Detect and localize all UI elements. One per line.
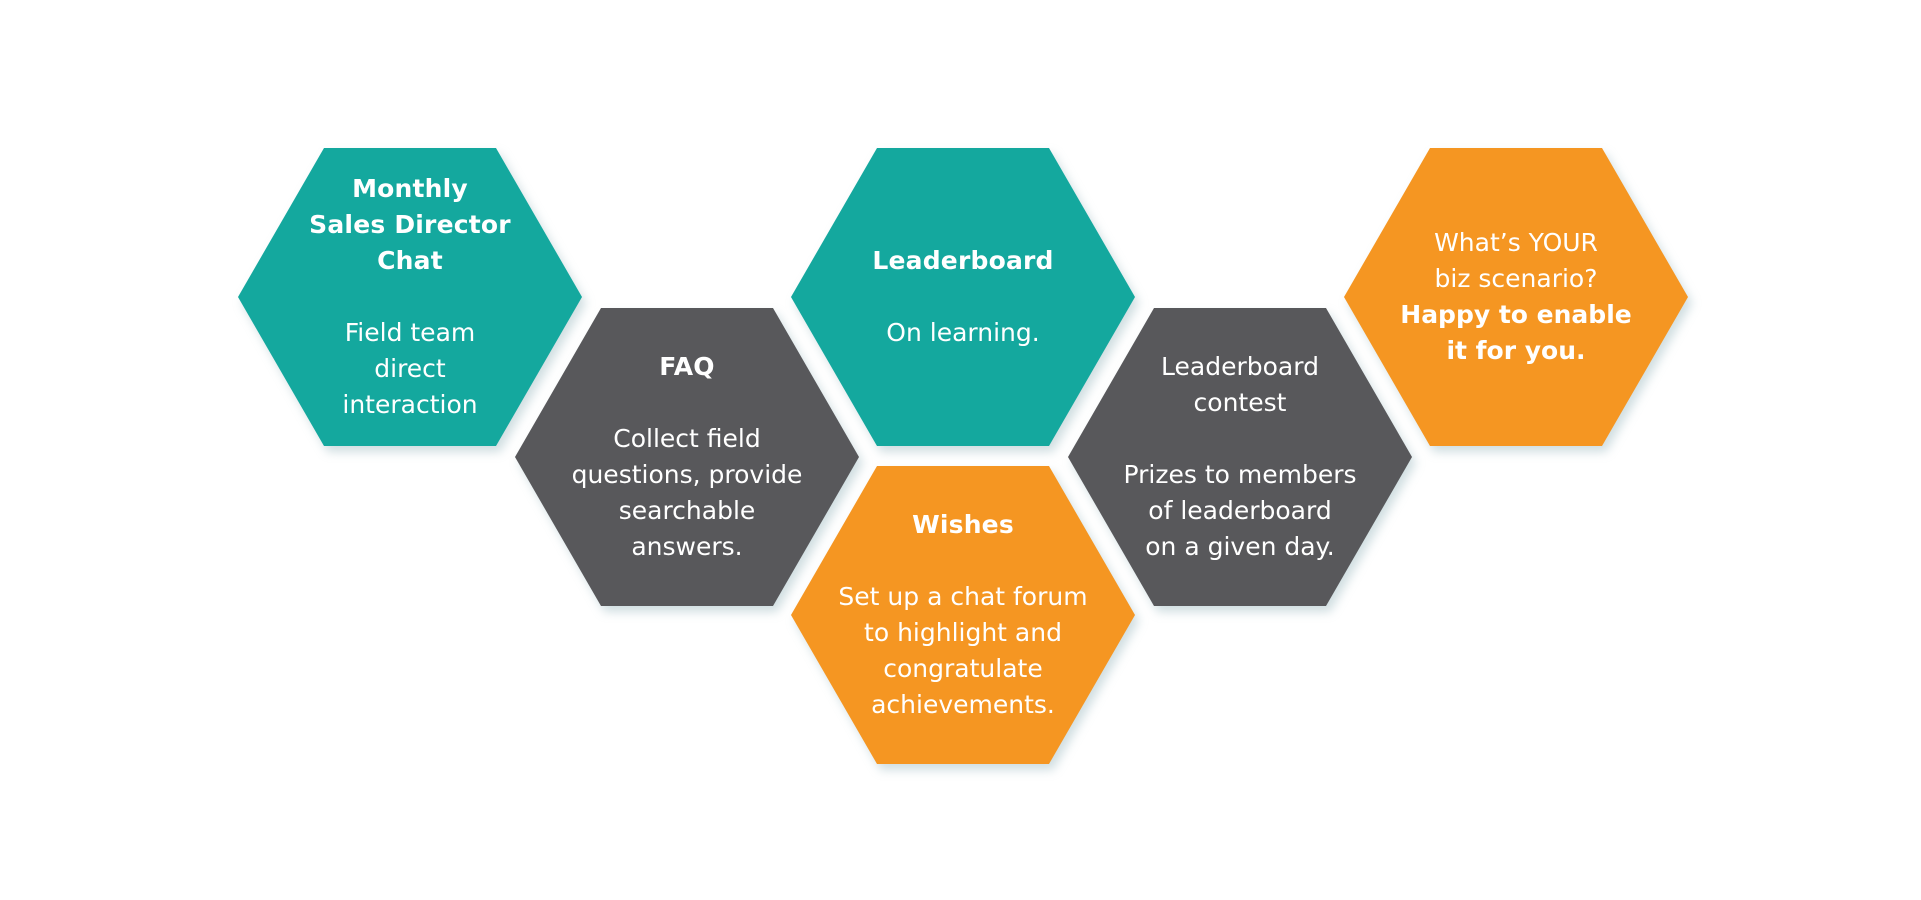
hexagon-body: achievements. bbox=[871, 690, 1055, 719]
hexagon-body: searchable bbox=[618, 496, 756, 525]
hexagon-body: interaction bbox=[342, 390, 478, 419]
hexagon-body: Set up a chat forum bbox=[838, 582, 1088, 611]
hexagon-body: of leaderboard bbox=[1148, 496, 1332, 525]
hexagon-body: biz scenario? bbox=[1434, 264, 1598, 293]
hexagon-title: Chat bbox=[377, 246, 443, 275]
hexagon-title: FAQ bbox=[659, 352, 715, 381]
hexagon-body: congratulate bbox=[883, 654, 1043, 683]
hexagon-body: Prizes to members bbox=[1123, 460, 1357, 489]
hexagon-bold-text: Happy to enable bbox=[1400, 300, 1632, 329]
hexagon-leaderboard-contest: Leaderboard contest Prizes to members of… bbox=[1068, 308, 1412, 606]
hexagon-body: on a given day. bbox=[1145, 532, 1335, 561]
hexagon-title: Sales Director bbox=[309, 210, 511, 239]
hexagon-leaderboard: Leaderboard On learning. bbox=[791, 148, 1135, 446]
hexagon-title: Monthly bbox=[352, 174, 468, 203]
hexagon-body: direct bbox=[374, 354, 446, 383]
hexagon-title: Wishes bbox=[912, 510, 1014, 539]
hexagon-body: questions, provide bbox=[571, 460, 803, 489]
hexagon-biz-scenario: What’s YOUR biz scenario? Happy to enabl… bbox=[1344, 148, 1688, 446]
hexagon-body: Collect field bbox=[613, 424, 761, 453]
hexagon-body: to highlight and bbox=[864, 618, 1062, 647]
hexagon-title: Leaderboard bbox=[872, 246, 1054, 275]
hexagon-body: contest bbox=[1193, 388, 1287, 417]
hexagon-monthly-chat: Monthly Sales Director Chat Field team d… bbox=[238, 148, 582, 446]
hexagon-wishes: Wishes Set up a chat forum to highlight … bbox=[791, 466, 1135, 764]
hexagon-faq: FAQ Collect field questions, provide sea… bbox=[515, 308, 859, 606]
hexagon-body: What’s YOUR bbox=[1434, 228, 1598, 257]
hexagon-shape bbox=[1068, 308, 1412, 606]
hexagon-body: Field team bbox=[344, 318, 476, 347]
hexagon-shape bbox=[1344, 148, 1688, 446]
hexagon-body: Leaderboard bbox=[1161, 352, 1319, 381]
hexagon-bold-text: it for you. bbox=[1446, 336, 1586, 365]
hexagon-body: answers. bbox=[631, 532, 743, 561]
hexagon-body: On learning. bbox=[886, 318, 1040, 347]
